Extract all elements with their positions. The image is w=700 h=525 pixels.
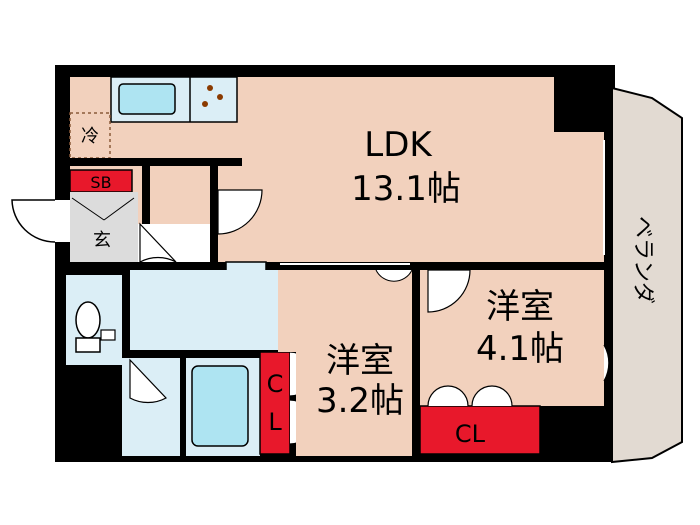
closet-door-swing [427,385,513,407]
balcony-floor [611,86,683,464]
western-room-1-size: 4.1帖 [476,329,564,369]
wall-corner [278,270,296,352]
inner-wall [130,350,250,358]
inner-wall [210,166,218,262]
washroom [130,270,280,350]
ldk-floor-extra [554,132,604,262]
western-room-1-name: 洋室 [486,287,554,327]
inner-wall [180,358,186,456]
closet-bottom-label: CL [455,420,486,448]
bathtub-icon [191,365,249,447]
door-swing [217,189,263,235]
sink-icon [118,83,176,115]
ldk-name: LDK [364,125,433,165]
closet-side [259,351,291,455]
door-swing [427,269,471,313]
door-swing [603,344,610,382]
entrance-step-door [71,197,135,221]
western-room-2-name: 洋室 [326,341,394,381]
inner-wall [420,262,604,270]
balcony-label: ベランダ [630,216,655,304]
fridge-label: 冷 [81,126,99,147]
closet-bottom [419,405,541,455]
inner-wall [412,262,420,456]
closet-side-l: L [268,408,282,436]
stove-icon [202,85,223,107]
inner-wall [278,262,413,270]
western-room-2-floor [296,270,412,456]
pillar [554,77,604,132]
inner-wall [70,158,242,166]
shoe-box-label: SB [90,173,111,192]
door-swing [139,222,177,264]
inner-wall [142,166,150,224]
entrance-label: 玄 [93,230,111,251]
western-room-2-size: 3.2帖 [316,381,404,421]
door-swing [375,269,413,282]
ldk-size: 13.1帖 [351,169,461,209]
front-door-swing [11,199,56,243]
toilet-icon [75,301,116,353]
inner-wall [122,262,130,362]
closet-side-c: C [267,370,284,398]
door-swing [129,358,167,404]
